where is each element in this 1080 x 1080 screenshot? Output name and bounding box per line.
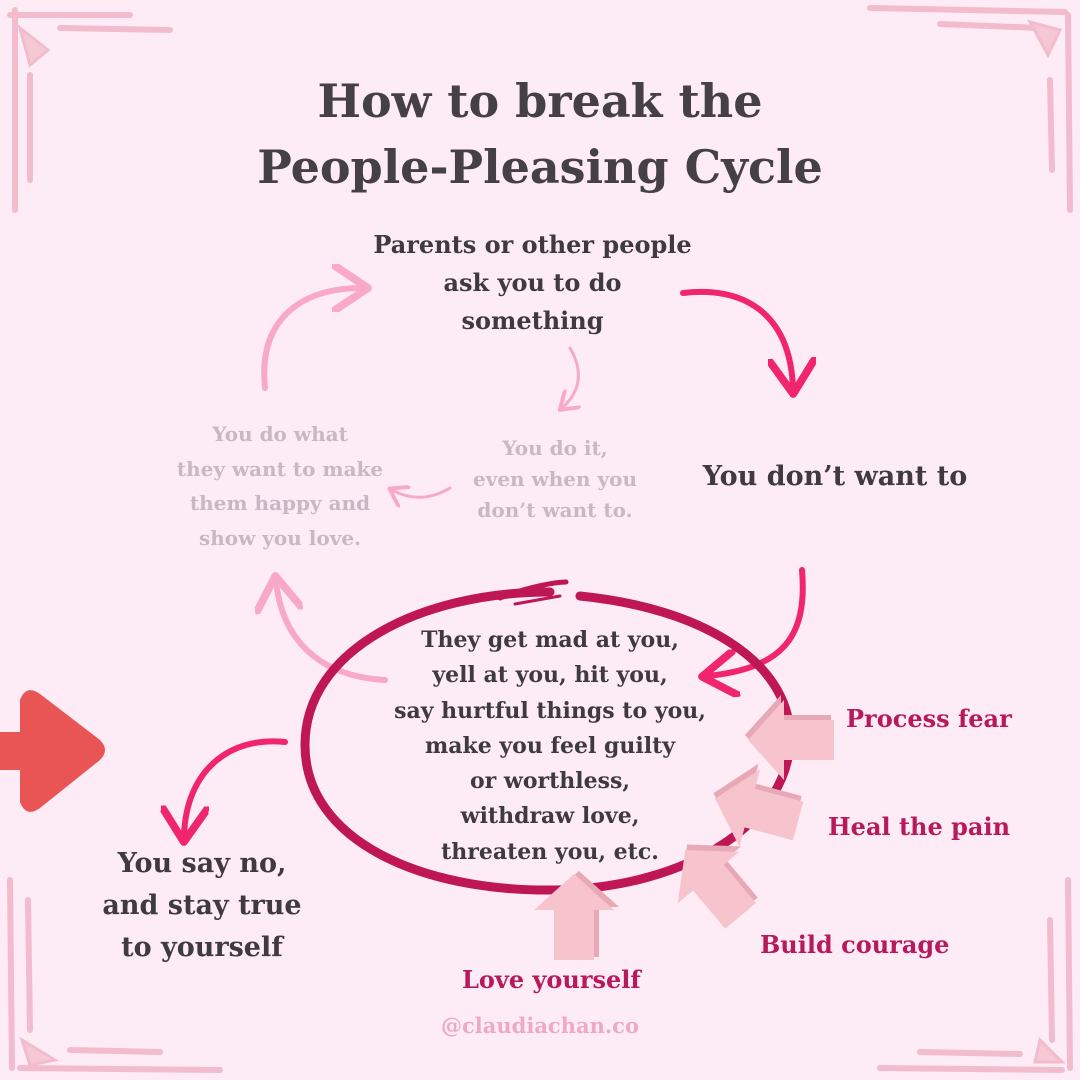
reaction-line-6: withdraw love, — [460, 803, 640, 830]
love-yourself-arrow-icon — [534, 871, 619, 960]
breakout-line-3: to yourself — [121, 932, 283, 963]
tool-process-fear: Process fear — [846, 704, 1012, 733]
step-reaction: They get mad at you, yell at you, hit yo… — [340, 623, 760, 870]
comply-line-3: don’t want to. — [477, 498, 633, 522]
reaction-line-1: They get mad at you, — [421, 627, 679, 653]
step-trigger: Parents or other people ask you to do so… — [330, 226, 735, 340]
reaction-line-3: say hurtful things to you, — [394, 697, 706, 724]
appease-line-2: they want to make — [176, 456, 384, 481]
tool-love-yourself: Love yourself — [462, 965, 641, 994]
breakout-line-1: You say no, — [117, 848, 287, 879]
arrow-to-appease-icon — [276, 582, 388, 683]
title-line-2: People-Pleasing Cycle — [257, 140, 823, 194]
reaction-line-5: or worthless, — [469, 768, 631, 795]
appease-line-4: show you love. — [198, 525, 362, 550]
arrow-comply-to-appease-icon — [392, 488, 452, 497]
corner-frame-decoration — [7, 5, 1073, 1073]
appease-line-3: them happy and — [189, 491, 371, 515]
process-fear-arrow-icon — [745, 695, 834, 780]
step-breakout: You say no, and stay true to yourself — [62, 843, 342, 969]
build-courage-arrow-icon — [677, 844, 758, 929]
step-feeling: You don’t want to — [702, 461, 968, 492]
reaction-line-2: yell at you, hit you, — [432, 662, 668, 689]
step-comply: You do it, even when you don’t want to. — [450, 433, 660, 526]
reaction-line-7: threaten you, etc. — [441, 838, 659, 865]
trigger-line-3: something — [461, 306, 604, 335]
trigger-line-1: Parents or other people — [373, 230, 692, 259]
arrow-to-trigger-icon — [261, 288, 362, 391]
heal-pain-arrow-icon — [713, 763, 804, 847]
page-title: How to break the People-Pleasing Cycle — [140, 68, 940, 200]
appease-line-1: You do what — [212, 422, 348, 446]
comply-line-2: even when you — [472, 467, 638, 491]
breakout-line-2: and stay true — [102, 890, 302, 921]
red-triangle-icon — [0, 690, 105, 812]
title-line-1: How to break the — [317, 74, 763, 128]
comply-line-1: You do it, — [502, 436, 608, 460]
arrow-to-dont-want-icon — [680, 288, 793, 388]
reaction-ring — [300, 579, 795, 895]
tool-build-courage: Build courage — [760, 930, 950, 959]
reaction-line-4: make you feel guilty — [424, 732, 676, 759]
step-appease: You do what they want to make them happy… — [145, 417, 415, 555]
arrow-to-say-no-icon — [184, 738, 288, 836]
tool-heal-pain: Heal the pain — [828, 812, 1011, 841]
trigger-line-2: ask you to do — [443, 268, 622, 297]
arrow-to-reaction-icon — [708, 567, 806, 676]
arrow-to-comply-icon — [562, 346, 578, 408]
social-handle: @claudiachan.co — [441, 1013, 639, 1038]
